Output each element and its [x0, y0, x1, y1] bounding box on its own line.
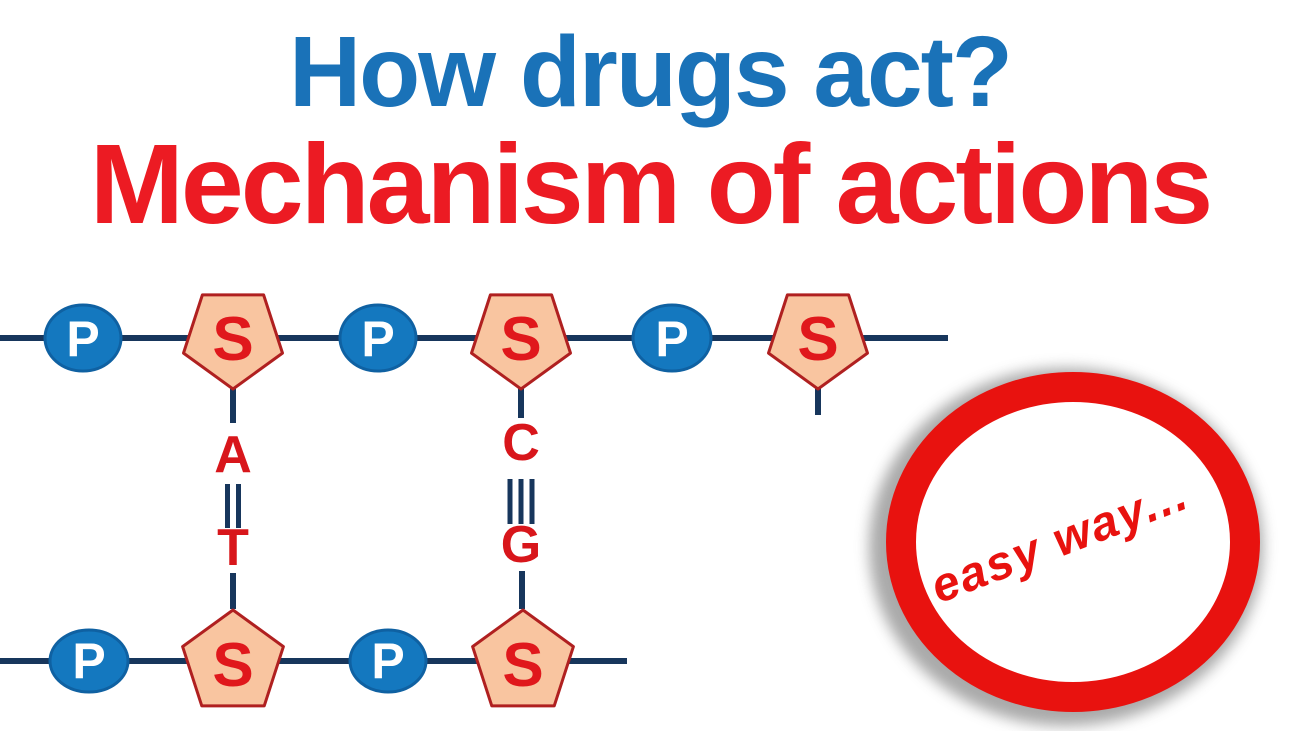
- hydrogen-bond-triple: [507, 479, 535, 524]
- sugar-node: [767, 293, 869, 391]
- title-line1: How drugs act?: [288, 16, 1013, 128]
- hydrogen-bond-double: [225, 484, 241, 528]
- sugar-node: [470, 293, 572, 391]
- base-letter-adenine: A: [214, 426, 252, 484]
- phosphate-label: P: [371, 633, 404, 689]
- sugar-label: S: [212, 305, 253, 374]
- dna-structure-diagram: P S P S P S P S P S A T C G: [0, 293, 948, 708]
- phosphate-node: [631, 303, 713, 373]
- phosphate-label: P: [66, 311, 99, 367]
- sugar-node: [181, 608, 285, 708]
- phosphate-label: P: [361, 311, 394, 367]
- sugar-label: S: [500, 305, 541, 374]
- base-letter-thymine: T: [217, 519, 249, 577]
- phosphate-node: [48, 628, 130, 694]
- sugar-node: [182, 293, 284, 391]
- phosphate-node: [348, 628, 428, 694]
- phosphate-node: [338, 303, 418, 373]
- base-letter-guanine: G: [501, 516, 541, 574]
- phosphate-node: [43, 303, 123, 373]
- sugar-label: S: [797, 305, 838, 374]
- sugar-label: S: [212, 631, 253, 700]
- phosphate-label: P: [72, 633, 105, 689]
- title-line2: Mechanism of actions: [89, 121, 1214, 247]
- phosphate-label: P: [655, 311, 688, 367]
- easy-way-stamp: easy way...: [869, 368, 1263, 726]
- stamp-red-ring: [886, 372, 1260, 712]
- base-letter-cytosine: C: [502, 414, 540, 472]
- sugar-node: [471, 608, 575, 708]
- sugar-label: S: [502, 631, 543, 700]
